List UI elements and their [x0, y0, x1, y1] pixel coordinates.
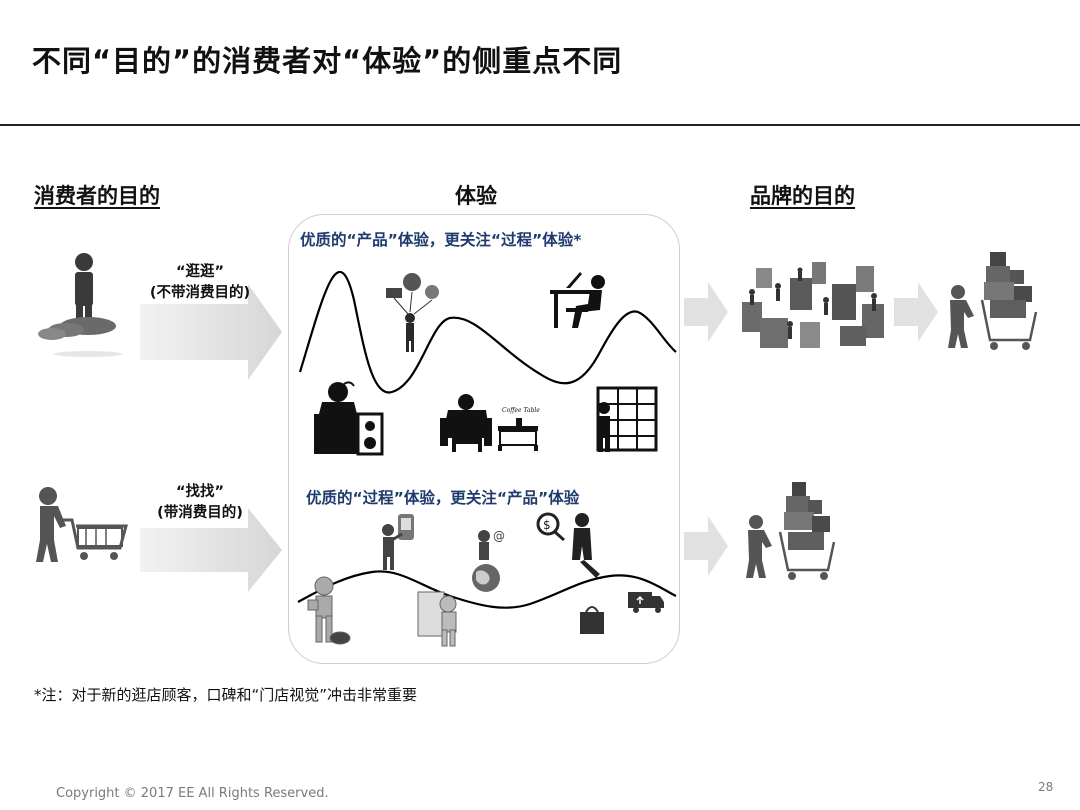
svg-text:$: $ [543, 518, 551, 532]
coffee-table-icon: Coffee Table [498, 407, 540, 451]
person-in-armchair-icon [440, 394, 492, 452]
browse-mode-label: “逛逛” (不带消费目的) [130, 262, 270, 304]
dj-turntable-icon [314, 382, 382, 454]
high-experience-curve [300, 272, 676, 393]
person-at-laptop-desk-icon [550, 272, 605, 328]
shopping-bag-icon [580, 607, 604, 634]
coffee-table-label: Coffee Table [502, 407, 540, 414]
shopper-with-full-cart-bottom-icon [746, 482, 834, 580]
figure-with-parcel-icon [308, 577, 350, 644]
person-with-magnifier-dollar-icon: $ [538, 513, 600, 578]
top-experience-caption: 优质的“产品”体验，更关注“过程”体验* [300, 228, 581, 250]
person-on-globe-icon: @ [472, 529, 505, 592]
svg-text:@: @ [493, 529, 505, 543]
figure-with-door-icon [418, 592, 456, 646]
browse-mode-subtitle: (不带消费目的) [130, 283, 270, 304]
person-at-shelves-icon [598, 388, 656, 452]
shopper-with-full-cart-icon [948, 252, 1036, 350]
page-number: 28 [1038, 780, 1053, 794]
person-on-cloud-icon [38, 253, 122, 357]
browse-mode-title: “逛逛” [130, 262, 270, 283]
seek-mode-label: “找找” (带消费目的) [132, 482, 268, 524]
arrow-crowd-to-shopper [894, 282, 938, 342]
delivery-truck-icon [628, 592, 664, 613]
arrow-experience-to-crowd [684, 282, 728, 342]
person-with-cart-icon [36, 487, 126, 562]
seek-mode-title: “找找” [132, 482, 268, 503]
person-with-phone-icon [382, 514, 414, 570]
seek-mode-subtitle: (带消费目的) [132, 503, 268, 524]
shoppers-among-boxes-icon [742, 262, 884, 348]
copyright: Copyright © 2017 EE All Rights Reserved. [56, 786, 329, 801]
arrow-experience-to-shopper-bottom [684, 516, 728, 576]
bottom-experience-caption: 优质的“过程”体验，更关注“产品”体验 [306, 486, 579, 508]
footnote: *注：对于新的逛店顾客，口碑和“门店视觉”冲击非常重要 [34, 684, 417, 705]
